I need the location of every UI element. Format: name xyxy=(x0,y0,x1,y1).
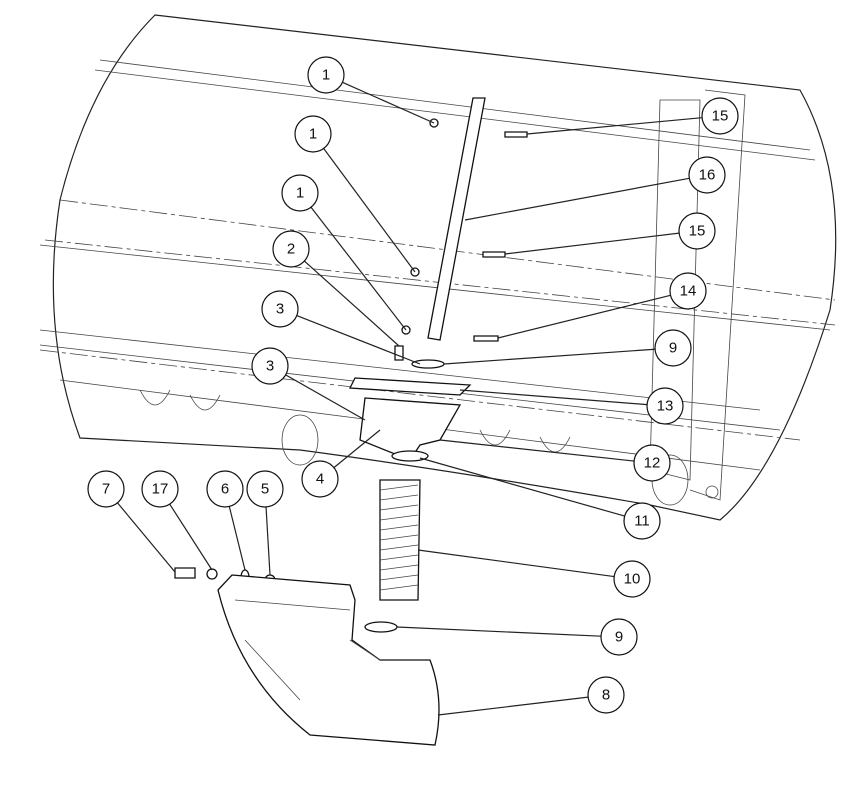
plate xyxy=(348,377,472,396)
callout-number: 7 xyxy=(102,481,110,498)
bolt xyxy=(482,251,506,258)
washer xyxy=(206,568,218,580)
callout-number: 2 xyxy=(287,241,295,258)
leader-line xyxy=(439,439,635,462)
leader-line xyxy=(333,429,381,469)
callout-number: 1 xyxy=(296,185,304,202)
callout-9: 9 xyxy=(600,618,638,656)
callout-8: 8 xyxy=(587,676,625,714)
leader-line xyxy=(169,503,213,571)
callout-number: 8 xyxy=(602,687,610,704)
leader-line xyxy=(443,348,656,365)
callout-9: 9 xyxy=(654,329,692,367)
leader-line xyxy=(323,148,416,273)
vertical-tube xyxy=(427,97,486,341)
washer xyxy=(364,621,398,633)
leader-line xyxy=(526,117,703,135)
callout-11: 11 xyxy=(623,502,661,540)
bolt xyxy=(394,345,404,361)
parts xyxy=(174,97,528,746)
callout-10: 10 xyxy=(613,560,651,598)
callout-number: 15 xyxy=(689,223,706,240)
callout-12: 12 xyxy=(633,444,671,482)
bolt xyxy=(473,335,499,342)
leader-line xyxy=(342,81,435,124)
callout-number: 3 xyxy=(276,301,284,318)
callout-number: 17 xyxy=(152,481,169,498)
callout-7: 7 xyxy=(87,470,125,508)
spring-seat xyxy=(391,450,429,462)
leader-lines xyxy=(117,81,703,716)
callout-number: 13 xyxy=(657,398,674,415)
leader-line xyxy=(396,626,602,637)
callout-number: 1 xyxy=(309,126,317,143)
shoe xyxy=(217,574,440,746)
washer xyxy=(411,359,445,369)
callout-15: 15 xyxy=(701,97,739,135)
leader-line xyxy=(296,315,421,365)
callout-15: 15 xyxy=(678,212,716,250)
bracket xyxy=(359,397,462,461)
callout-13: 13 xyxy=(646,387,684,425)
callout-1: 1 xyxy=(294,115,332,153)
callout-3: 3 xyxy=(251,347,289,385)
callout-number: 11 xyxy=(634,513,650,530)
callout-number: 3 xyxy=(266,358,274,375)
callout-number: 16 xyxy=(699,167,716,184)
leader-line xyxy=(464,177,690,221)
callout-1: 1 xyxy=(281,174,319,212)
callout-14: 14 xyxy=(669,272,707,310)
leader-line xyxy=(285,374,366,421)
callout-number: 9 xyxy=(669,340,677,357)
leader-line xyxy=(117,502,176,573)
callout-number: 4 xyxy=(316,471,324,488)
callout-3: 3 xyxy=(261,290,299,328)
leader-line xyxy=(228,506,246,571)
leader-line xyxy=(497,294,671,339)
leader-line xyxy=(419,457,625,517)
callout-16: 16 xyxy=(688,156,726,194)
bolt xyxy=(174,567,196,579)
leader-line xyxy=(437,696,589,716)
leader-line xyxy=(265,506,271,576)
callout-5: 5 xyxy=(246,470,284,508)
callout-6: 6 xyxy=(206,470,244,508)
callout-2: 2 xyxy=(272,230,310,268)
callout-17: 17 xyxy=(141,470,179,508)
callout-number: 10 xyxy=(624,571,641,588)
leader-line xyxy=(459,389,648,406)
callout-number: 14 xyxy=(680,283,697,300)
callout-1: 1 xyxy=(307,56,345,94)
leader-line xyxy=(504,232,680,255)
machine-frame-background xyxy=(39,14,837,521)
callout-number: 1 xyxy=(322,67,330,84)
leader-line xyxy=(303,260,400,347)
callout-number: 15 xyxy=(712,108,729,125)
callout-number: 12 xyxy=(644,455,661,472)
callout-number: 6 xyxy=(221,481,229,498)
callout-number: 5 xyxy=(261,481,269,498)
bolt xyxy=(504,131,528,138)
leader-line xyxy=(417,549,615,578)
spring xyxy=(379,479,421,601)
leader-line xyxy=(310,206,407,331)
callout-4: 4 xyxy=(301,460,339,498)
callout-number: 9 xyxy=(615,629,623,646)
